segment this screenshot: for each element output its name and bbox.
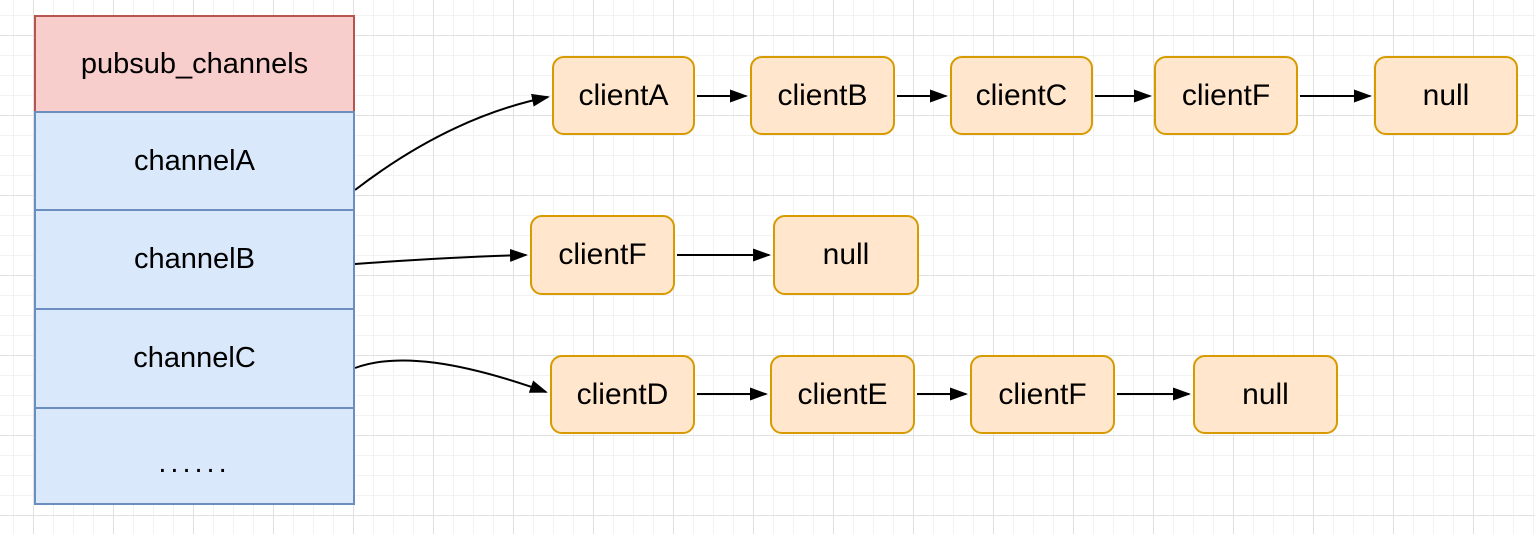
table-row-channelB: channelB [34,209,355,310]
list1-node-clientF: clientF [530,215,675,295]
list2-node-null: null [1193,355,1338,434]
arrow-channelA-to-clientA [354,93,550,191]
list2-node-clientF: clientF [970,355,1115,434]
table-row-ellipsis: ...... [34,407,355,505]
arrow-channelC-to-clientD [354,359,548,393]
list2-node-clientD: clientD [550,355,695,434]
table-row-channelC: channelC [34,308,355,409]
list0-node-clientF: clientF [1154,56,1298,135]
list0-node-null: null [1374,56,1518,135]
list1-node-null: null [773,215,919,295]
table-header-pubsub-channels: pubsub_channels [34,15,355,113]
list0-node-clientB: clientB [750,56,895,135]
table-row-channelA: channelA [34,111,355,211]
list0-node-clientA: clientA [552,56,695,135]
list0-node-clientC: clientC [950,56,1093,135]
list2-node-clientE: clientE [770,355,915,434]
arrow-channelB-to-clientF [354,248,528,265]
pubsub-channels-table: pubsub_channels channelA channelB channe… [34,15,355,505]
